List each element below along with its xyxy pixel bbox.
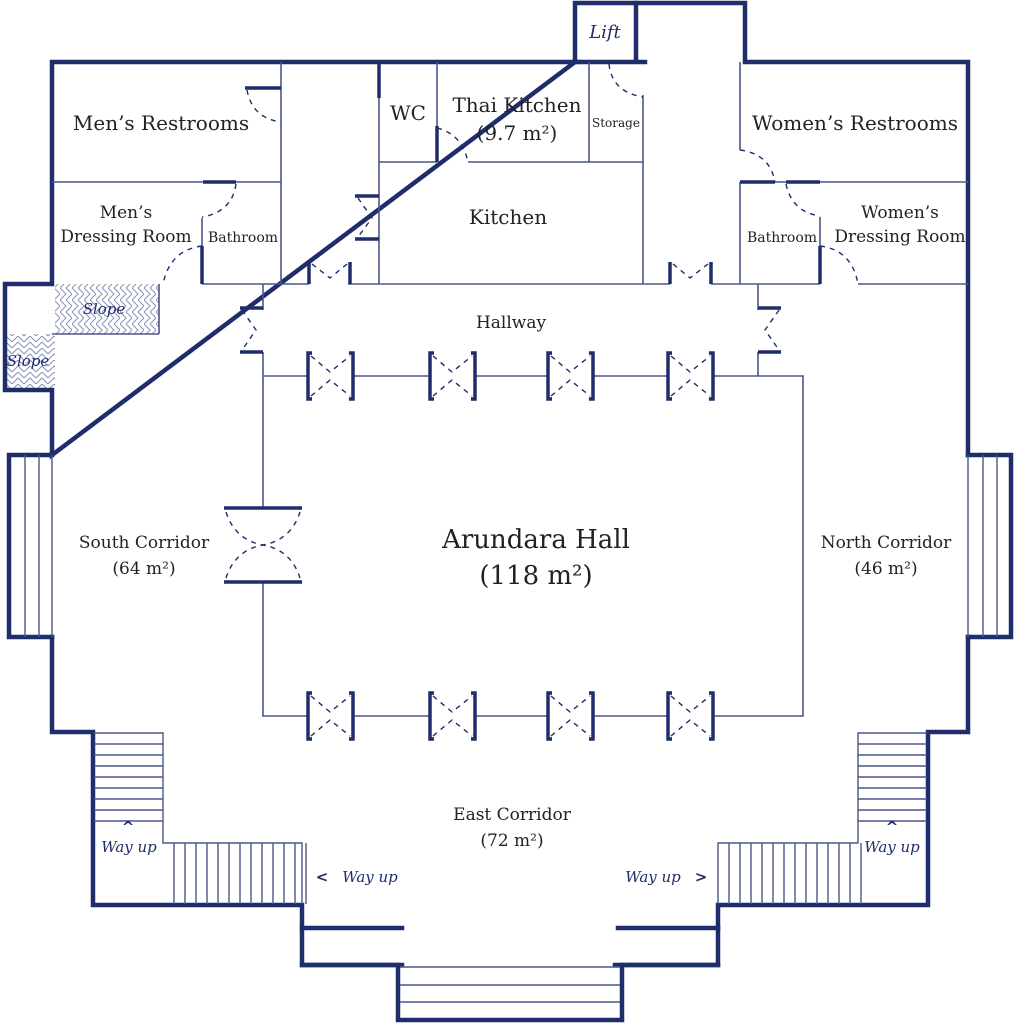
hall-doors bbox=[306, 351, 715, 741]
kitchen-label: Kitchen bbox=[469, 205, 547, 229]
east-corridor-label: East Corridor bbox=[453, 805, 572, 825]
door-frame-left bbox=[306, 691, 312, 741]
door-frame-left bbox=[546, 351, 552, 401]
door-frame-right bbox=[349, 691, 355, 741]
mens-restrooms-label: Men’s Restrooms bbox=[73, 111, 249, 135]
bathroom-left-label: Bathroom bbox=[208, 230, 278, 246]
door-swing bbox=[550, 695, 591, 737]
slope-left-label: Slope bbox=[7, 352, 50, 370]
right-arrow-icon: > bbox=[695, 868, 708, 886]
door-swing bbox=[550, 355, 591, 397]
main-hall-area: (118 m²) bbox=[479, 561, 592, 591]
left-stairs-risers bbox=[173, 843, 307, 904]
mens-dressing-label-1: Men’s bbox=[100, 203, 153, 223]
main-hall-label: Arundara Hall bbox=[441, 525, 630, 555]
door-frame-left bbox=[428, 351, 434, 401]
door-frame-right bbox=[709, 351, 715, 401]
door-jambs bbox=[200, 60, 822, 584]
door-frame-right bbox=[589, 351, 595, 401]
left-arrow-icon: < bbox=[316, 868, 329, 886]
door-frame-right bbox=[589, 691, 595, 741]
right-stairs-risers bbox=[728, 843, 862, 904]
slope-left-area bbox=[5, 334, 55, 390]
storage-label: Storage bbox=[592, 116, 640, 130]
door-swings bbox=[162, 63, 859, 579]
womens-restrooms-label: Women’s Restrooms bbox=[752, 111, 958, 135]
lift-label: Lift bbox=[588, 22, 621, 43]
door-swing bbox=[670, 695, 711, 737]
door-frame-right bbox=[471, 351, 477, 401]
door-frame-left bbox=[666, 691, 672, 741]
entrance-step-lines bbox=[400, 966, 620, 1003]
north-window-bay bbox=[965, 452, 1014, 640]
south-corridor-label: South Corridor bbox=[79, 533, 210, 553]
north-corridor-area: (46 m²) bbox=[854, 559, 917, 579]
thai-kitchen-label: Thai Kitchen bbox=[452, 93, 581, 117]
door-frame-left bbox=[546, 691, 552, 741]
up-arrow-icon: ^ bbox=[122, 818, 135, 836]
east-corridor-area: (72 m²) bbox=[480, 831, 543, 851]
door-frame-left bbox=[428, 691, 434, 741]
womens-dressing-label-1: Women’s bbox=[861, 203, 939, 223]
womens-dressing-label-2: Dressing Room bbox=[834, 227, 965, 247]
left-stairs-outline bbox=[94, 732, 303, 904]
wc-label: WC bbox=[390, 101, 426, 125]
door-swing bbox=[310, 695, 351, 737]
hallway-label: Hallway bbox=[476, 313, 547, 333]
north-window-lines bbox=[967, 455, 998, 637]
slope-top-label: Slope bbox=[83, 300, 126, 318]
door-frame-right bbox=[349, 351, 355, 401]
entrance-stairs bbox=[299, 962, 721, 1023]
door-frame-right bbox=[471, 691, 477, 741]
way-up-label-center-left: Way up bbox=[342, 868, 398, 886]
door-frame-left bbox=[666, 351, 672, 401]
north-corridor-label: North Corridor bbox=[821, 533, 952, 553]
south-window-bay bbox=[6, 452, 55, 640]
way-up-label-left: Way up bbox=[101, 838, 157, 856]
door-swing bbox=[432, 695, 473, 737]
door-swing bbox=[670, 355, 711, 397]
right-stairs-outline bbox=[717, 732, 927, 904]
door-swing bbox=[310, 355, 351, 397]
slope-top-area bbox=[55, 284, 159, 334]
south-corridor-area: (64 m²) bbox=[112, 559, 175, 579]
bathroom-right-label: Bathroom bbox=[747, 230, 817, 246]
thai-kitchen-area: (9.7 m²) bbox=[477, 121, 558, 145]
door-frame-left bbox=[306, 351, 312, 401]
outer-wall bbox=[2, 0, 971, 968]
mens-dressing-label-2: Dressing Room bbox=[60, 227, 191, 247]
door-swing bbox=[432, 355, 473, 397]
way-up-label-right: Way up bbox=[864, 838, 920, 856]
interior-walls bbox=[52, 62, 968, 717]
door-frame-right bbox=[709, 691, 715, 741]
up-arrow-icon-right: ^ bbox=[886, 818, 899, 836]
left-stairs-treads bbox=[94, 743, 163, 822]
south-window-lines bbox=[24, 455, 53, 637]
right-stairs-treads bbox=[858, 743, 927, 822]
way-up-label-center-right: Way up bbox=[625, 868, 681, 886]
